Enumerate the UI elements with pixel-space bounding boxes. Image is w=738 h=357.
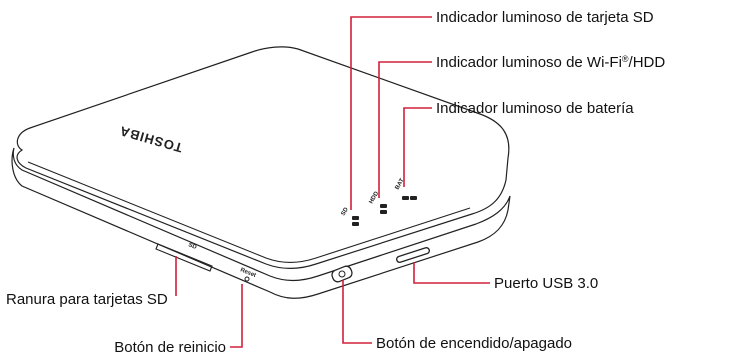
- leader-power-button: [342, 280, 372, 344]
- label-sd-card-light: Indicador luminoso de tarjeta SD: [436, 9, 654, 26]
- leader-sd-card-light: [350, 16, 432, 210]
- power-button: [331, 265, 353, 283]
- label-power-button: Botón de encendido/apagado: [376, 335, 572, 352]
- label-wifi-hdd-light: Indicador luminoso de Wi-Fi®/HDD: [436, 54, 665, 71]
- device-top-surface: [16, 46, 510, 270]
- label-wifi-hdd-light-registered: ®: [622, 54, 629, 64]
- leader-battery-light: [403, 107, 432, 187]
- led-battery: BAT: [395, 177, 417, 200]
- leader-usb-port: [413, 262, 490, 284]
- label-reset-button: Botón de reinicio: [114, 339, 226, 356]
- label-wifi-hdd-light-suffix: /HDD: [629, 54, 666, 71]
- device-top-edge: [27, 161, 471, 264]
- label-wifi-hdd-light-main: Indicador luminoso de Wi-Fi: [436, 54, 622, 71]
- usb-port: [396, 247, 430, 263]
- sd-card-slot: SD: [155, 242, 213, 272]
- device-side: [11, 147, 511, 299]
- svg-text:Reset: Reset: [239, 267, 256, 279]
- label-sd-slot: Ranura para tarjetas SD: [6, 291, 168, 308]
- leader-reset-button: [230, 284, 243, 348]
- leader-wifi-hdd-light: [378, 61, 432, 198]
- svg-text:SD: SD: [187, 242, 198, 251]
- svg-text:BAT: BAT: [395, 177, 406, 191]
- led-sd-card: SD: [341, 206, 359, 226]
- label-battery-light: Indicador luminoso de batería: [436, 100, 634, 117]
- wireless-drive-device: TOSHIBA SD HDD BAT SD Reset: [11, 46, 511, 299]
- reset-button-hole: Reset: [239, 267, 257, 282]
- leader-lines: [175, 16, 490, 348]
- label-usb-port: Puerto USB 3.0: [494, 275, 598, 292]
- svg-text:SD: SD: [341, 206, 351, 217]
